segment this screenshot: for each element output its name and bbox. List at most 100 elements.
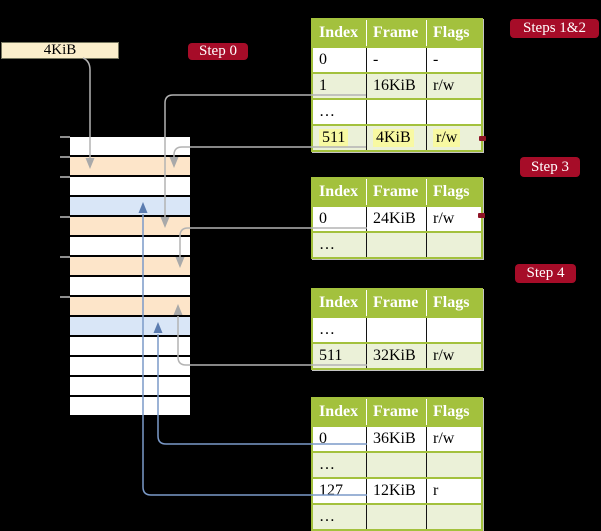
badge-step-3: Step 3 [520,157,580,177]
table-cell: r [433,482,439,499]
table-cell: r/w [433,77,455,94]
tick-mark-5 [60,296,70,298]
badge-step-0: Step 0 [188,43,248,60]
tick-mark-4 [60,256,70,258]
badge-step-4-label: Step 4 [526,265,565,281]
table-cell: 1 [313,74,367,98]
table-row-3: 511 4KiB r/w [313,124,481,150]
table-cell [367,318,427,342]
marker-dash-root-511 [479,136,486,141]
table-cell: 36KiB [367,427,427,451]
table-cell: 16KiB [367,74,427,98]
memory-row-5 [70,237,190,255]
tick-mark-1 [60,156,70,158]
table-cell: r/w [433,210,455,227]
table-cell: r/w [427,126,481,150]
memory-row-2 [70,177,190,195]
column-header-frame: Frame [367,179,427,205]
table-cell: 12KiB [367,479,427,503]
table-cell: … [313,505,367,529]
table-cell [427,233,481,257]
table-row-2: … [313,98,481,124]
table-cell [427,318,481,342]
memory-row-8 [70,297,190,315]
memory-row-4 [70,217,190,235]
column-header-flags: Flags [433,183,470,200]
table-cell: 0 [313,48,367,72]
memory-row-10 [70,337,190,355]
memory-row-0 [70,137,190,155]
table-cell: 0 [313,207,367,231]
badge-steps-1-2: Steps 1&2 [510,19,599,38]
memory-row-11 [70,357,190,375]
frame-size-label: 4KiB [43,42,77,58]
tick-mark-3 [60,216,70,218]
badge-step-3-label: Step 3 [531,158,569,175]
memory-row-12 [70,377,190,395]
table-cell [367,233,427,257]
table-row-3: … [313,503,481,529]
memory-row-3 [70,197,190,215]
column-header-frame: Frame [367,20,427,46]
table-row-0: 0-- [313,46,481,72]
column-header-frame: Frame [367,290,427,316]
table-row-0: … [313,316,481,342]
highlighted-value: 511 [319,129,349,147]
table-cell [367,505,427,529]
badge-step-4: Step 4 [515,264,576,283]
memory-row-6 [70,257,190,275]
table-cell: - [433,51,439,68]
memory-row-9 [70,317,190,335]
memory-row-13 [70,397,190,415]
marker-dash-step3-0 [478,213,485,218]
table-cell: … [313,453,367,477]
tick-mark-0 [60,136,70,138]
table-cell: 32KiB [367,344,427,368]
badge-steps-1-2-label: Steps 1&2 [523,20,586,36]
table-cell: 511 [313,126,367,150]
memory-row-1 [70,157,190,175]
table-cell [367,453,427,477]
table-row-1: … [313,451,481,477]
column-header-index: Index [313,179,367,205]
memory-row-7 [70,277,190,295]
column-header-flags: Flags [433,294,470,311]
table-row-1: … [313,231,481,257]
table-cell: r/w [433,347,455,364]
table-cell: 511 [313,344,367,368]
table-cell: 0 [313,427,367,451]
table-cell: r/w [433,430,455,447]
table-cell: … [313,233,367,257]
highlighted-value: r/w [433,129,461,147]
tick-mark-2 [60,176,70,178]
table-cell [427,453,481,477]
table-cell: 4KiB [367,126,427,150]
column-header-flags: Flags [433,403,470,420]
column-header-index: Index [313,290,367,316]
table-cell: - [367,48,427,72]
physical-memory-column [69,136,191,416]
frame-size-box: 4KiB [1,42,119,59]
table-cell [367,100,427,124]
column-header-index: Index [313,399,367,425]
table-cell: … [313,100,367,124]
column-header-index: Index [313,20,367,46]
table-cell [427,505,481,529]
table-cell: 24KiB [367,207,427,231]
table-cell [427,100,481,124]
badge-step-0-label: Step 0 [199,43,237,59]
column-header-flags: Flags [433,24,470,41]
